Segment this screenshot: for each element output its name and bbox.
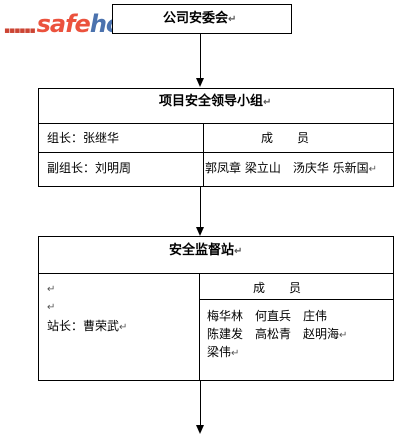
leadership-divider-mid	[39, 152, 393, 153]
supervision-members-line-1: 梅华林 何直兵 庄伟	[207, 309, 328, 323]
leadership-leader: 组长：张继华	[47, 131, 120, 145]
committee-title: 公司安委会↵	[163, 11, 237, 26]
connector-line-1	[200, 34, 201, 78]
supervision-members-line-2: 陈建发 高松青 赵明海↵	[207, 327, 348, 341]
arrow-down-icon	[196, 425, 204, 434]
connector-line-2	[200, 187, 201, 227]
leadership-box: 项目安全领导小组↵ 组长：张继华 成 员 副组长：刘明周 郭凤章 梁立山 汤庆华…	[38, 88, 394, 187]
leadership-divider-vertical	[203, 123, 204, 186]
empty-paragraph-mark-2: ↵	[47, 302, 56, 313]
station-head: 站长：曹荣武↵	[47, 319, 128, 333]
empty-paragraph-mark-1: ↵	[47, 284, 56, 295]
leadership-members: 郭凤章 梁立山 汤庆华 乐新国↵	[205, 161, 378, 175]
supervision-divider-top	[39, 273, 393, 274]
leadership-vice-leader: 副组长：刘明周	[47, 161, 132, 175]
supervision-divider-vertical	[199, 273, 200, 380]
supervision-title: 安全监督站↵	[169, 243, 243, 258]
arrow-down-icon	[196, 227, 204, 236]
logo-dots: ▪▪▪▪▪▪	[4, 26, 36, 36]
connector-line-3	[200, 381, 201, 425]
committee-box: 公司安委会↵	[112, 4, 292, 34]
leadership-members-header: 成 员	[261, 131, 310, 145]
supervision-members-header: 成 员	[253, 281, 302, 295]
supervision-box: 安全监督站↵ ↵ ↵ 站长：曹荣武↵ 成 员 梅华林 何直兵 庄伟 陈建发 高松…	[38, 236, 394, 381]
leadership-divider-top	[39, 123, 393, 124]
supervision-members-divider	[199, 299, 393, 300]
supervision-members-line-3: 梁伟↵	[207, 345, 240, 359]
arrow-down-icon	[196, 78, 204, 87]
leadership-title: 项目安全领导小组↵	[159, 94, 272, 109]
